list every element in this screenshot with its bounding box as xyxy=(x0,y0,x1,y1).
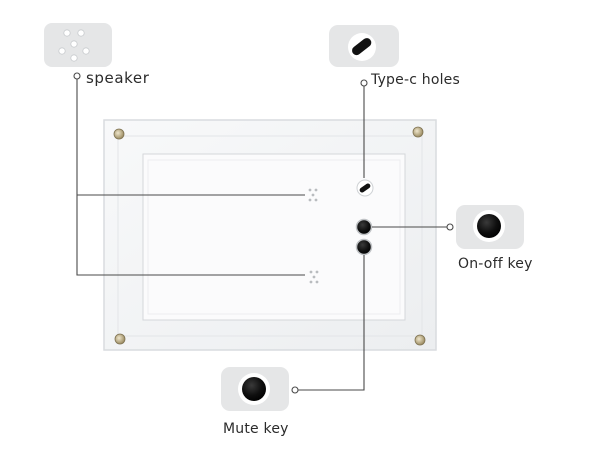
display-panel xyxy=(142,153,406,321)
speaker-label: speaker xyxy=(86,69,150,87)
type-c-port xyxy=(356,179,374,197)
speaker-leader-line xyxy=(76,78,305,276)
type-c-label: Type-c holes xyxy=(371,72,460,88)
power-button-icon xyxy=(473,210,505,242)
speaker-callout xyxy=(44,23,112,67)
mute-callout xyxy=(221,367,289,411)
speaker-holes-bottom xyxy=(309,270,319,284)
screw-icon xyxy=(114,333,126,345)
on-off-key[interactable] xyxy=(355,218,373,236)
screw-icon xyxy=(414,334,426,346)
leader-dots xyxy=(73,72,454,394)
screw-icon xyxy=(113,128,125,140)
leader-lines xyxy=(76,78,448,391)
on-off-label: On-off key xyxy=(458,256,533,272)
mute-button-icon xyxy=(238,373,270,405)
type-c-callout xyxy=(329,25,399,67)
mute-key[interactable] xyxy=(355,238,373,256)
mute-label: Mute key xyxy=(223,421,289,437)
speaker-holes-top xyxy=(308,188,318,202)
type-c-port-icon xyxy=(348,33,376,61)
photo-frame-device xyxy=(103,119,437,351)
screw-icon xyxy=(412,126,424,138)
display-panel-inner xyxy=(147,159,401,315)
frame-inner-edge xyxy=(117,135,423,337)
speaker-grille-icon xyxy=(58,29,90,62)
mute-leader-line xyxy=(297,255,365,391)
on-off-callout xyxy=(456,205,524,249)
